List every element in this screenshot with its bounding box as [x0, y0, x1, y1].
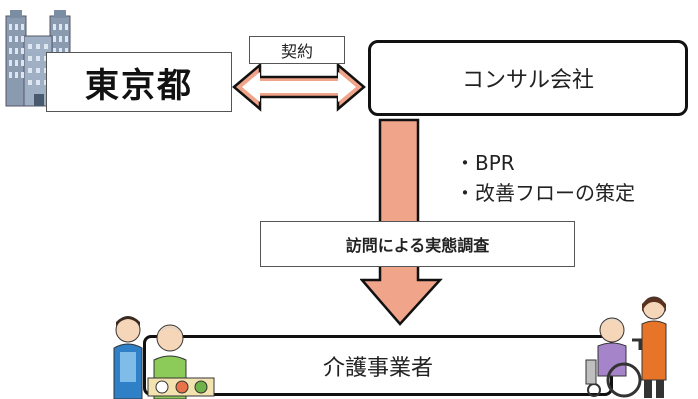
consultant-node: コンサル会社 [368, 40, 688, 116]
survey-label-text: 訪問による実態調査 [345, 236, 490, 255]
tokyo-label: 東京都 [85, 65, 193, 106]
provider-label: 介護事業者 [322, 355, 433, 381]
deliverables-list: ・BPR ・改善フローの策定 [455, 148, 635, 208]
tokyo-node: 東京都 [46, 52, 232, 112]
bullet-item: ・BPR [455, 151, 515, 175]
contract-double-arrow [232, 62, 366, 112]
survey-label: 訪問による実態調査 [260, 221, 575, 267]
bullet-item: ・改善フローの策定 [455, 181, 635, 205]
consultant-label: コンサル会社 [461, 68, 594, 93]
caregiver-feeding-elder-icon [113, 316, 215, 399]
contract-label-text: 契約 [280, 42, 313, 61]
provider-node: 介護事業者 [143, 335, 613, 396]
caregiver-wheelchair-icon [585, 296, 667, 398]
contract-label: 契約 [249, 36, 345, 64]
